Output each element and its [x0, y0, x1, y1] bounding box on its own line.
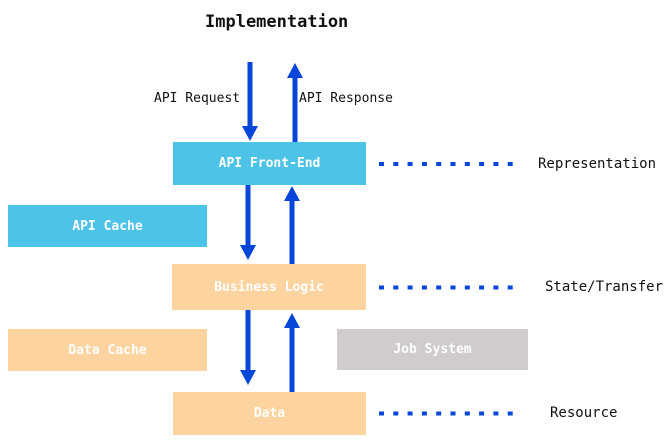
layer-label-resource: Resource: [550, 405, 618, 421]
frontend-to-logic-arrow-down: [240, 184, 256, 260]
api-response-arrow-up: [287, 63, 303, 142]
node-label: Job System: [393, 342, 472, 357]
api-response-label: API Response: [299, 91, 393, 106]
api-request-label: API Request: [154, 91, 241, 106]
node-label: Business Logic: [214, 279, 324, 295]
diagram-title: Implementation: [205, 12, 349, 32]
node-label: Data Cache: [68, 342, 147, 358]
node-label: API Front-End: [218, 156, 321, 171]
node-data-cache: Data Cache: [8, 329, 207, 371]
node-business-logic: Business Logic: [172, 264, 366, 310]
node-label: API Cache: [72, 218, 143, 234]
node-label: Data: [253, 406, 286, 421]
node-api-cache: API Cache: [8, 205, 207, 247]
logic-to-data-arrow-down: [240, 310, 256, 385]
node-api-front-end: API Front-End: [173, 142, 366, 185]
data-to-logic-arrow-up: [284, 313, 300, 392]
node-data: Data: [173, 392, 366, 435]
node-job-system: Job System: [337, 329, 528, 370]
api-request-arrow-down: [242, 62, 258, 141]
layer-label-state-transfer: State/Transfer: [545, 279, 664, 295]
layer-label-representation: Representation: [538, 156, 657, 172]
logic-to-frontend-arrow-up: [284, 186, 300, 264]
